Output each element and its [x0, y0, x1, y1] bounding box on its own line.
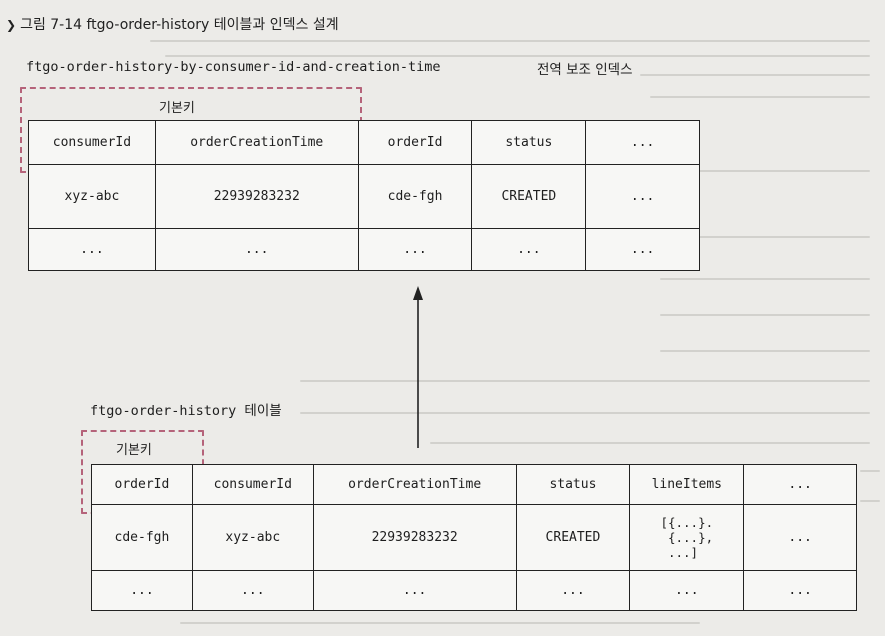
line-items-value: [{...}. {...}, ...]: [660, 514, 714, 560]
table-cell: cde-fgh: [357, 164, 473, 229]
figure-caption: ❯그림 7-14 ftgo-order-history 테이블과 인덱스 설계: [6, 14, 339, 34]
column-header: orderId: [91, 464, 193, 505]
column-header: status: [515, 464, 631, 505]
table-cell: ...: [471, 228, 587, 271]
table-cell: xyz-abc: [191, 504, 314, 571]
table-cell: ...: [585, 164, 700, 229]
table-cell: cde-fgh: [91, 504, 193, 571]
table-row: cde-fgh xyz-abc 22939283232 CREATED [{..…: [91, 504, 857, 571]
table-cell: ...: [743, 570, 857, 611]
chevron-down-icon: ❯: [6, 18, 17, 32]
table-cell: CREATED: [515, 504, 631, 571]
column-header: lineItems: [629, 464, 745, 505]
index-header-row: consumerId orderCreationTime orderId sta…: [28, 120, 700, 165]
table-cell: ...: [629, 570, 745, 611]
table-cell: 22939283232: [154, 164, 359, 229]
table-cell: ...: [28, 228, 156, 271]
table-name: ftgo-order-history 테이블: [90, 399, 282, 419]
table-cell: [{...}. {...}, ...]: [629, 504, 745, 571]
table-cell: ...: [585, 228, 700, 271]
table-header-row: orderId consumerId orderCreationTime sta…: [91, 464, 857, 505]
table-primary-key-label: 기본키: [116, 443, 152, 458]
index-name: ftgo-order-history-by-consumer-id-and-cr…: [26, 59, 441, 75]
table-cell: ...: [357, 228, 473, 271]
column-header: ...: [743, 464, 857, 505]
base-table: orderId consumerId orderCreationTime sta…: [91, 464, 857, 611]
column-header: orderId: [357, 120, 473, 165]
column-header: consumerId: [28, 120, 156, 165]
table-cell: ...: [312, 570, 517, 611]
column-header: orderCreationTime: [312, 464, 517, 505]
table-name-text: ftgo-order-history 테이블: [90, 403, 282, 419]
table-cell: ...: [191, 570, 314, 611]
table-cell: xyz-abc: [28, 164, 156, 229]
index-type-label: 전역 보조 인덱스: [537, 62, 633, 78]
table-row: ... ... ... ... ... ...: [91, 570, 857, 611]
index-primary-key-label: 기본키: [159, 101, 195, 116]
column-header: consumerId: [191, 464, 314, 505]
table-row: ... ... ... ... ...: [28, 228, 700, 271]
figure-title-text: 그림 7-14 ftgo-order-history 테이블과 인덱스 설계: [20, 17, 339, 33]
index-table: consumerId orderCreationTime orderId sta…: [28, 120, 700, 271]
table-cell: ...: [154, 228, 359, 271]
column-header: ...: [585, 120, 700, 165]
table-cell: 22939283232: [312, 504, 517, 571]
table-cell: ...: [91, 570, 193, 611]
table-cell: ...: [743, 504, 857, 571]
table-cell: ...: [515, 570, 631, 611]
